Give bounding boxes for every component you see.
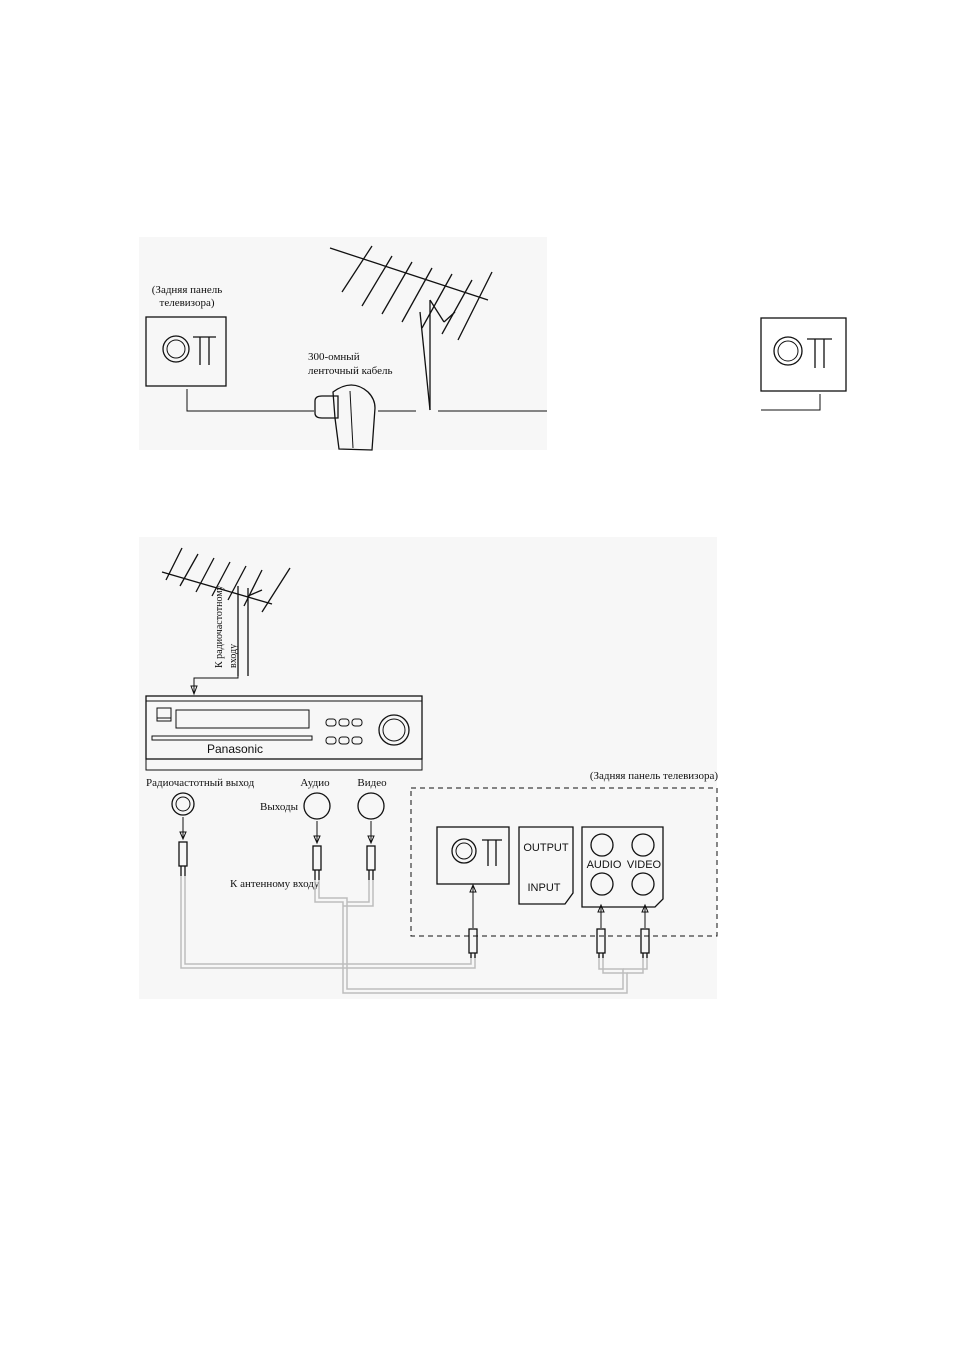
cable-label-line2: ленточный кабель	[308, 365, 392, 377]
top-diagram: (Задняя панель телевизора) 300-омный лен…	[139, 237, 846, 450]
output-label: OUTPUT	[523, 842, 569, 854]
audio-output-label: Аудио	[300, 777, 330, 789]
antenna-input-label: К антенному входу	[230, 878, 320, 890]
video-jack-label: VIDEO	[627, 859, 662, 871]
audio-jack-label: AUDIO	[587, 859, 622, 871]
outputs-label: Выходы	[260, 801, 299, 813]
antenna-rf-input-label-line1: К радиочастотному	[214, 585, 225, 668]
tv-rear-panel-right	[761, 318, 846, 410]
rf-output-label: Радиочастотный выход	[146, 777, 255, 789]
tv-rear-panel-label: (Задняя панель телевизора)	[590, 770, 719, 782]
tv-left-label-line2: телевизора)	[160, 297, 215, 309]
vcr-brand-label: Panasonic	[207, 742, 263, 756]
antenna-rf-input-label-line2: входу	[228, 644, 239, 668]
bottom-diagram: К радиочастотному входу Panasonic	[139, 537, 718, 999]
cable-label-line1: 300-омный	[308, 351, 360, 363]
twin-lead-terminal-icon-right	[807, 339, 832, 368]
input-label: INPUT	[528, 882, 561, 894]
tv-left-label-line1: (Задняя панель	[152, 284, 222, 296]
video-output-label: Видео	[357, 777, 387, 789]
bottom-diagram-background	[139, 537, 717, 999]
